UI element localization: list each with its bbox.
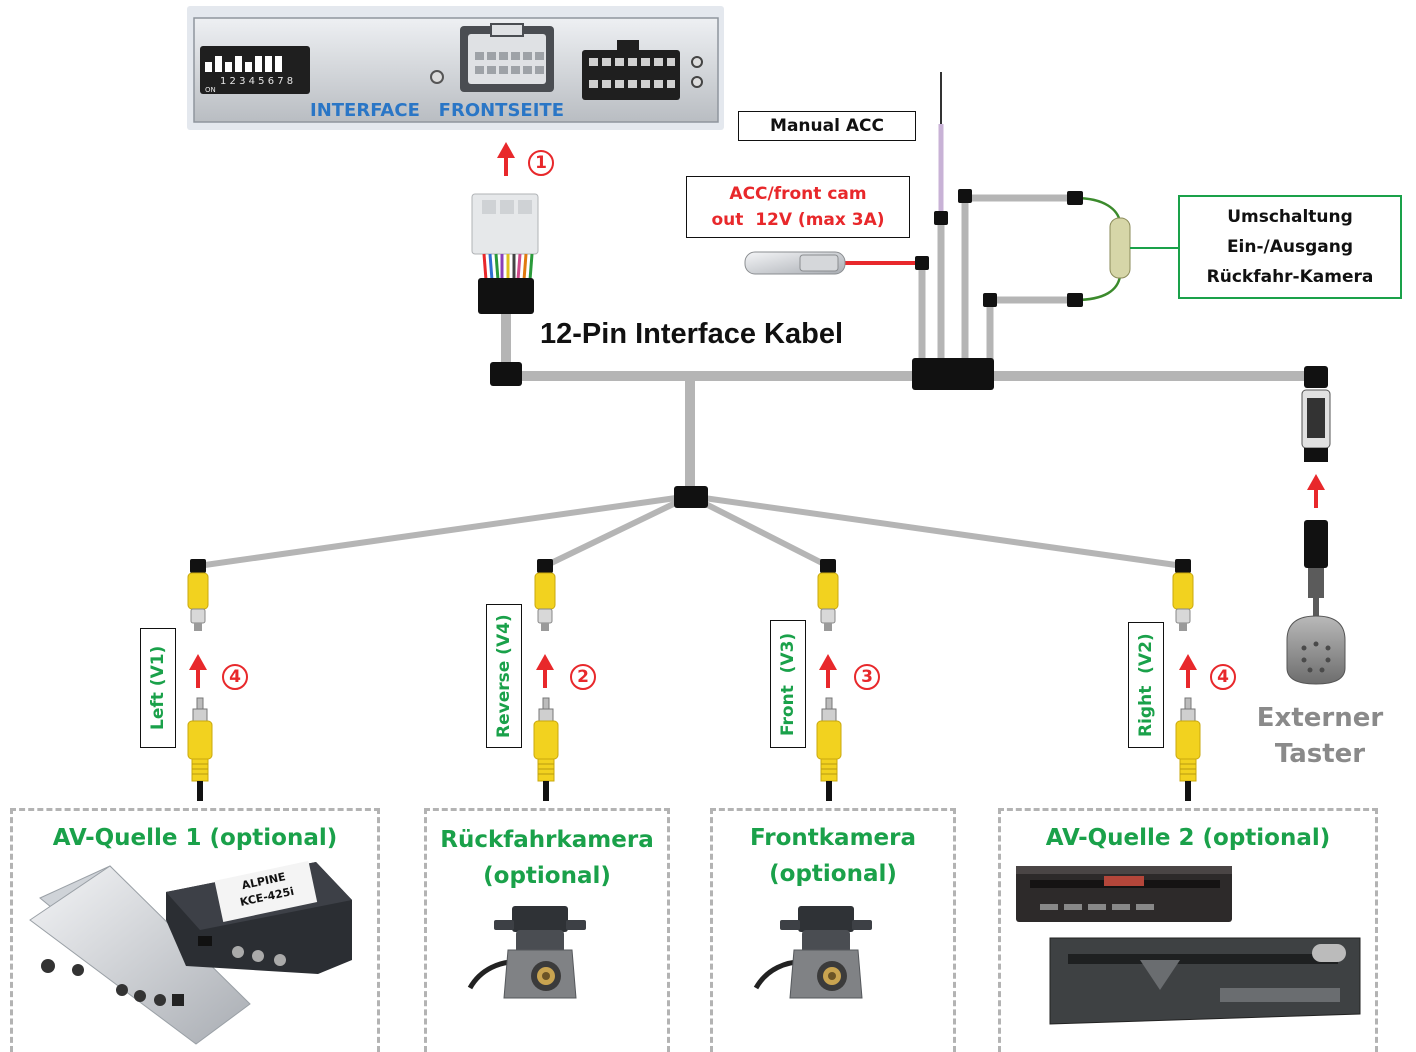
- externer-taster-line1: Externer: [1256, 703, 1384, 733]
- acc-front-cam-label: ACC/front cam out 12V (max 3A): [686, 176, 910, 238]
- acc-front-cam-line1: ACC/front cam: [729, 184, 867, 204]
- av-source-2-title: AV-Quelle 2 (optional): [1045, 825, 1331, 851]
- input-label-left: Left (V1): [140, 628, 176, 748]
- interface-frontseite-label: INTERFACE FRONTSEITE: [310, 100, 564, 121]
- step-badge-right: 4: [1210, 664, 1236, 690]
- front-camera-title: Frontkamera (optional): [710, 820, 956, 892]
- umschaltung-line2: Ein-/Ausgang: [1226, 237, 1354, 257]
- twelve-pin-plug: [471, 193, 539, 314]
- rear-camera-title: Rückfahrkamera (optional): [424, 822, 670, 894]
- umschaltung-line3: Rückfahr-Kamera: [1206, 267, 1374, 287]
- av-source-2-box: [998, 808, 1378, 1052]
- input-label-reverse: Reverse (V4): [486, 604, 522, 748]
- acc-front-cam-line2: out 12V (max 3A): [711, 210, 885, 230]
- av-source-2-device: [1016, 866, 1361, 1025]
- external-button-connector: [1301, 389, 1331, 618]
- externer-taster-line2: Taster: [1274, 739, 1366, 769]
- front-camera-title-line2: (optional): [769, 861, 897, 887]
- external-button-icon: [1286, 615, 1346, 685]
- arrows: [189, 142, 1325, 688]
- rca-male-reverse: [533, 697, 559, 802]
- dip-switch-on-label: ON: [205, 86, 216, 94]
- input-label-right: Right (V2): [1128, 622, 1164, 748]
- rca-male-right: [1175, 697, 1201, 802]
- externer-taster-label: Externer Taster: [1250, 700, 1390, 772]
- rca-female-front: [817, 558, 839, 632]
- dip-switch-numbers: 1 2 3 4 5 6 7 8: [220, 76, 293, 87]
- rca-female-left: [187, 558, 209, 632]
- rear-camera-box: [424, 808, 670, 1052]
- rca-female-right: [1172, 558, 1194, 632]
- interface-front-panel: 1 2 3 4 5 6 7 8 ON INTERFACE FRONTSEITE: [187, 6, 724, 130]
- step-badge-front: 3: [854, 664, 880, 690]
- connector-blocks: [490, 189, 1328, 508]
- av-source-1-box: [10, 808, 380, 1052]
- av-source-1-title: AV-Quelle 1 (optional): [52, 825, 338, 851]
- manual-acc-label: Manual ACC: [738, 111, 916, 141]
- step-badge-left: 4: [222, 664, 248, 690]
- umschaltung-label: Umschaltung Ein-/Ausgang Rückfahr-Kamera: [1178, 195, 1402, 299]
- rear-camera-title-line1: Rückfahrkamera: [440, 827, 654, 853]
- rca-male-front: [816, 697, 842, 802]
- umschaltung-line1: Umschaltung: [1227, 207, 1353, 227]
- umschaltung-loop: [1074, 196, 1178, 302]
- rca-female-reverse: [534, 558, 556, 632]
- step-badge-reverse: 2: [570, 664, 596, 690]
- step-badge-interface: 1: [528, 150, 554, 176]
- front-camera-title-line1: Frontkamera: [750, 825, 916, 851]
- front-camera-box: [710, 808, 956, 1052]
- input-label-front: Front (V3): [770, 620, 806, 748]
- av-source-1-device: ALPINE KCE-425i: [29, 860, 352, 1045]
- cable-title: 12-Pin Interface Kabel: [540, 318, 843, 350]
- rca-male-left: [187, 697, 213, 802]
- rear-camera-title-line2: (optional): [483, 863, 611, 889]
